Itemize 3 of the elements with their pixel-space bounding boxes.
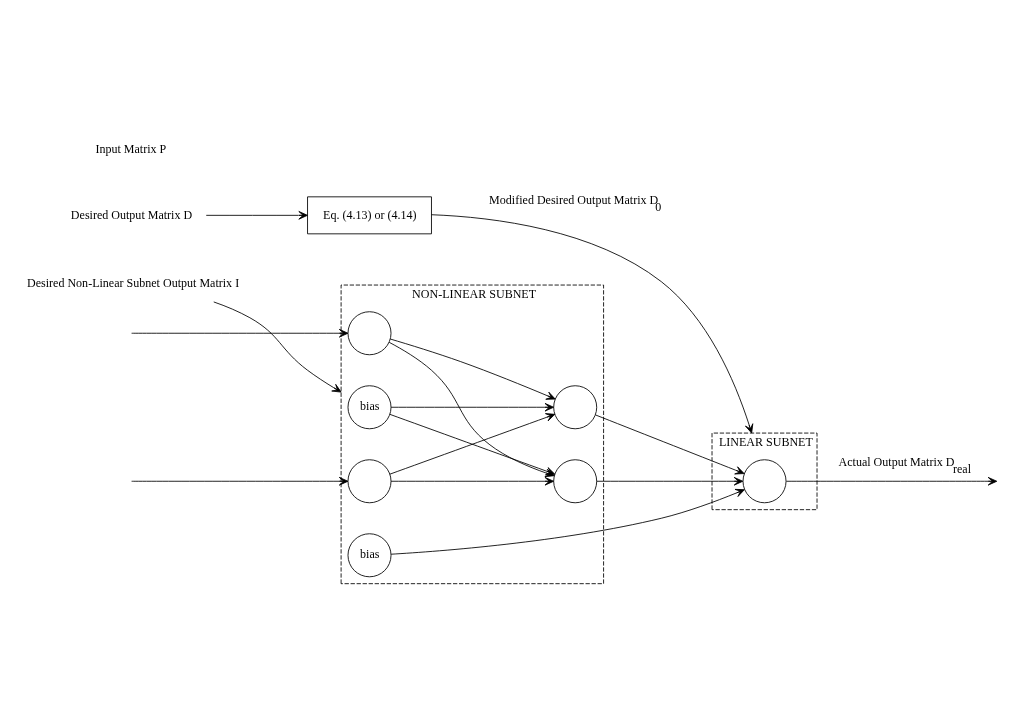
node-text: Desired Output Matrix D <box>70 207 193 222</box>
node-text: Desired Non-Linear Subnet Output Matrix I <box>26 275 240 290</box>
label: Input Matrix P <box>95 141 167 156</box>
